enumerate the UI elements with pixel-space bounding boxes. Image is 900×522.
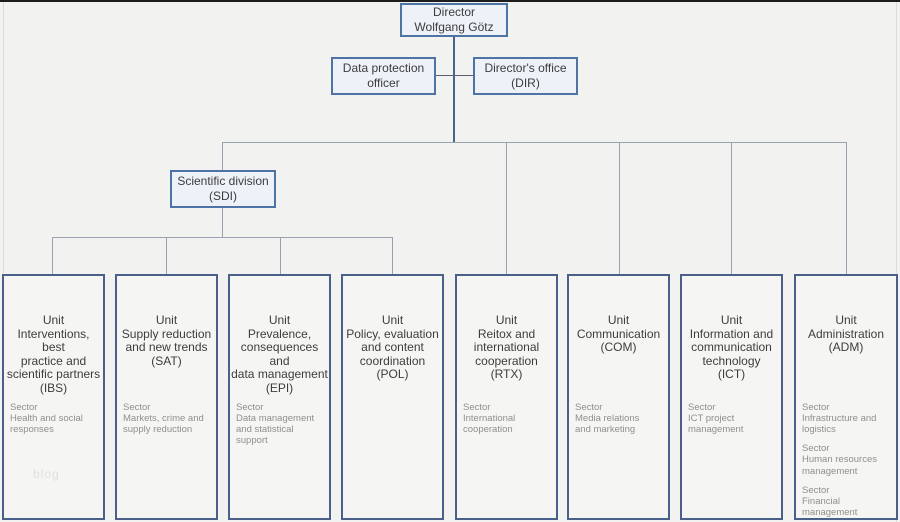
unit-box-rtx: Unit Reitox and international cooperatio… bbox=[455, 274, 558, 520]
drop-to-epi bbox=[280, 237, 281, 274]
node-directors-office-label: Director's office (DIR) bbox=[484, 61, 567, 90]
sector-label: Sector International cooperation bbox=[463, 402, 516, 436]
unit-title-rtx: Unit Reitox and international cooperatio… bbox=[473, 313, 540, 382]
unit-box-com: Unit Communication (COM) Sector Media re… bbox=[567, 274, 670, 520]
drop-to-rtx bbox=[506, 143, 507, 274]
unit-title-epi: Unit Prevalence, consequences and data m… bbox=[231, 313, 328, 395]
node-dpo-label: Data protection officer bbox=[342, 61, 425, 90]
unit-box-sat: Unit Supply reduction and new trends (SA… bbox=[115, 274, 218, 520]
sector-label: Sector Infrastructure and logistics bbox=[802, 402, 877, 436]
unit-title-com: Unit Communication (COM) bbox=[576, 313, 661, 355]
connector-sdi-to-subbus bbox=[222, 208, 223, 237]
drop-to-ict bbox=[731, 143, 732, 274]
unit-title-ict: Unit Information and communication techn… bbox=[689, 313, 774, 382]
unit-sectors-pol bbox=[349, 402, 440, 410]
node-scientific-division: Scientific division (SDI) bbox=[170, 170, 276, 208]
page-right-edge-line bbox=[896, 2, 897, 522]
unit-title-ibs: Unit Interventions, best practice and sc… bbox=[6, 313, 101, 395]
watermark-text: blog bbox=[33, 467, 60, 481]
node-directors-office: Director's office (DIR) bbox=[473, 57, 578, 95]
unit-sectors-rtx: Sector International cooperation bbox=[463, 402, 554, 443]
unit-sectors-adm: Sector Infrastructure and logistics Sect… bbox=[802, 402, 894, 522]
unit-sectors-epi: Sector Data management and statistical s… bbox=[236, 402, 327, 454]
sector-label: Sector Health and social responses bbox=[10, 402, 83, 436]
drop-to-pol bbox=[392, 237, 393, 274]
sdi-sub-bus-line bbox=[52, 237, 393, 238]
unit-sectors-ibs: Sector Health and social responses bbox=[10, 402, 101, 443]
node-director: Director Wolfgang Götz bbox=[400, 3, 508, 37]
page-left-edge-line bbox=[3, 2, 4, 273]
connector-dpo-to-dir-office bbox=[436, 75, 473, 76]
unit-box-pol: Unit Policy, evaluation and content coor… bbox=[341, 274, 444, 520]
node-director-label: Director Wolfgang Götz bbox=[414, 5, 494, 34]
unit-title-adm: Unit Administration (ADM) bbox=[807, 313, 885, 355]
drop-to-sdi bbox=[222, 142, 223, 170]
connector-director-to-bus bbox=[453, 37, 455, 142]
node-data-protection-officer: Data protection officer bbox=[331, 57, 436, 95]
unit-title-sat: Unit Supply reduction and new trends (SA… bbox=[121, 313, 212, 368]
page-top-border bbox=[0, 0, 900, 2]
unit-box-ict: Unit Information and communication techn… bbox=[680, 274, 783, 520]
sector-label: Sector Data management and statistical s… bbox=[236, 402, 315, 447]
unit-box-epi: Unit Prevalence, consequences and data m… bbox=[228, 274, 331, 520]
unit-sectors-ict: Sector ICT project management bbox=[688, 402, 779, 443]
drop-to-ibs bbox=[52, 237, 53, 274]
unit-title-pol: Unit Policy, evaluation and content coor… bbox=[346, 313, 439, 382]
sector-label: Sector Media relations and marketing bbox=[575, 402, 640, 436]
unit-sectors-com: Sector Media relations and marketing bbox=[575, 402, 666, 443]
sector-label: Sector Human resources management bbox=[802, 443, 877, 477]
unit-box-adm: Unit Administration (ADM) Sector Infrast… bbox=[794, 274, 898, 520]
main-bus-line bbox=[222, 142, 847, 143]
node-sdi-label: Scientific division (SDI) bbox=[177, 174, 269, 203]
drop-to-com bbox=[619, 143, 620, 274]
drop-to-adm bbox=[846, 143, 847, 274]
sector-label: Sector Markets, crime and supply reducti… bbox=[123, 402, 204, 436]
drop-to-sat bbox=[166, 237, 167, 274]
sector-label: Sector ICT project management bbox=[688, 402, 744, 436]
unit-sectors-sat: Sector Markets, crime and supply reducti… bbox=[123, 402, 214, 443]
unit-box-ibs: Unit Interventions, best practice and sc… bbox=[2, 274, 105, 520]
sector-label: Sector Financial management bbox=[802, 484, 858, 518]
